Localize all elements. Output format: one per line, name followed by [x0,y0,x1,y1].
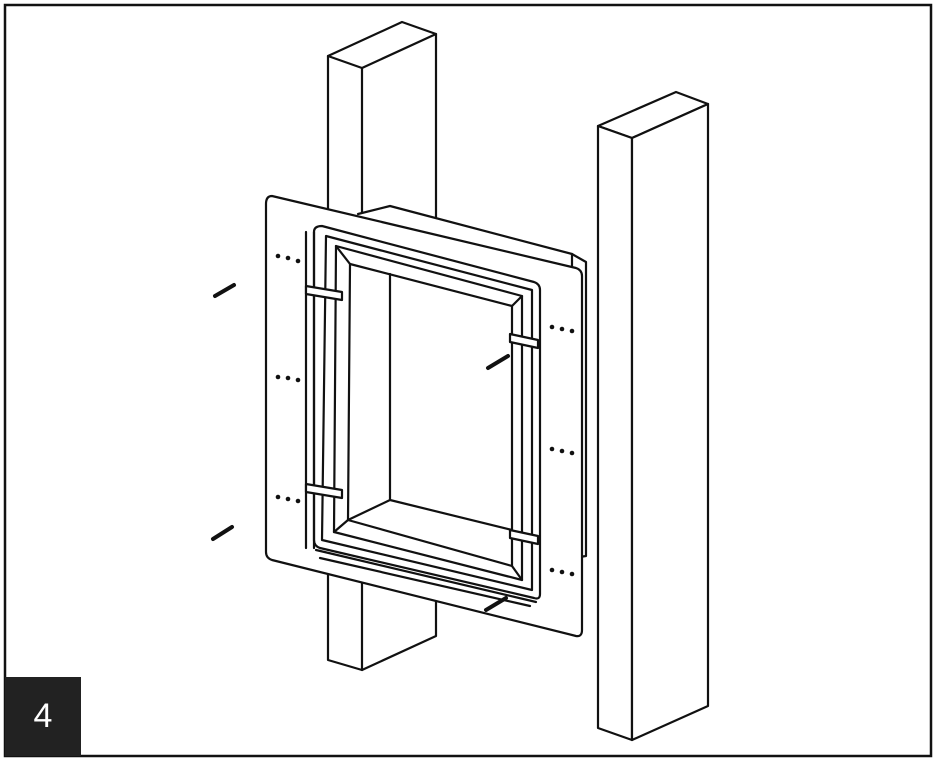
step-number-badge: 4 [5,677,81,756]
mounting-clips [304,284,540,546]
niche-outer-rim [312,224,542,600]
step-number: 4 [33,697,53,735]
right-stud [596,90,710,742]
screw-hole-dots [275,253,575,577]
figure-border [3,3,933,758]
niche-interior [346,272,514,532]
screws [211,283,510,612]
